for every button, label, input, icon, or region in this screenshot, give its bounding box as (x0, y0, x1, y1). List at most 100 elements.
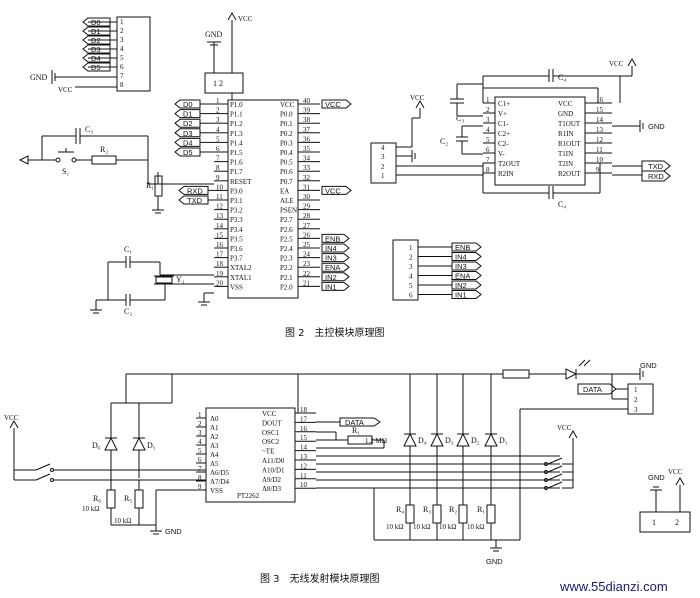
mcu-left-tag-1: D1 (183, 110, 193, 119)
max-pin-name-7: T2OUT (498, 160, 521, 168)
mcu-left-tag-2-shape (174, 118, 201, 128)
d6-label: D₆ (92, 441, 101, 450)
header2-signal-3-shape (451, 271, 482, 280)
max-pin-num-16: 16 (596, 96, 604, 104)
header1-signal-3-shape (82, 44, 111, 54)
header1-pin-1: 1 (120, 18, 124, 26)
max-pin-num-5: 5 (486, 136, 490, 144)
pt-pin-name-12: A10/D1 (262, 466, 285, 474)
pt-pin-num-4: 4 (198, 438, 202, 446)
mcu-pin-name-29: PSEN (280, 207, 297, 215)
max-pin-name-9: R2OUT (558, 170, 581, 178)
c3-label: C₃ (85, 125, 93, 134)
db9-pin-0: 4 (381, 144, 385, 152)
mcu-pin-num-38: 38 (303, 116, 311, 124)
mcu-pin-num-32: 32 (303, 174, 311, 182)
header2-signal-0-shape (451, 242, 482, 252)
max-pin-num-12: 12 (596, 136, 604, 144)
header1-pin-4: 4 (120, 45, 124, 53)
header2-signal-4: IN2 (455, 281, 467, 290)
mcu-pin-name-10: P3.0 (230, 187, 243, 195)
mcu-in2-tag-shape (321, 272, 350, 282)
max-gnd-label: GND (648, 122, 665, 131)
resistor-label-1: R₃ (423, 505, 431, 514)
diode-label-1: D₃ (445, 436, 454, 445)
pt-pin-name-6: A5 (210, 460, 219, 468)
pt2262-name: PT2262 (237, 492, 260, 500)
pt-pin-name-13: A11/D0 (262, 457, 285, 465)
mcu-ena-tag-shape (321, 262, 350, 272)
mcu-vcc-tag: VCC (325, 100, 341, 109)
header2-pin-3: 3 (409, 263, 413, 271)
vcc-far-label: VCC (668, 468, 683, 476)
header1-pin-5: 5 (120, 54, 124, 62)
header1-signal-0: D0 (91, 18, 101, 27)
header1-gnd-label: GND (30, 73, 48, 82)
header2-signal-5-shape (451, 290, 482, 299)
mcu-pin-name-3: P1.2 (230, 120, 243, 128)
db9-pin-2: 2 (381, 163, 385, 171)
header1-pin-2: 2 (120, 27, 124, 35)
pt-pin-num-18: 18 (300, 406, 308, 414)
mcu-rxd-tag-shape (178, 185, 209, 195)
max-pin-name-2: V+ (498, 110, 507, 118)
mcu-pin-num-9: 9 (216, 174, 220, 182)
db9-pin-3: 1 (381, 172, 385, 180)
header1-signal-2-shape (82, 35, 111, 45)
r6-value: 10 kΩ (82, 505, 99, 513)
power-vcc-label: VCC (238, 15, 253, 23)
mcu-vcc-tag-shape (321, 99, 352, 109)
mcu-left-tag-5: D5 (183, 148, 193, 157)
header1-signal-5: D5 (91, 63, 101, 72)
mcu-pin-name-12: P3.2 (230, 207, 243, 215)
resistor-value-0: 10 kΩ (386, 523, 403, 531)
header1-pin-3: 3 (120, 36, 124, 44)
header2-signal-3: ENA (455, 272, 470, 281)
header1-signal-4-shape (82, 53, 111, 63)
mcu-left-tag-5-shape (174, 147, 201, 157)
mcu-pin-name-37: P0.2 (280, 130, 293, 138)
resistor-label-2: R₂ (449, 505, 457, 514)
mcu-pin-name-34: P0.5 (280, 159, 293, 167)
header2-signal-4-shape (451, 280, 482, 290)
pt-pin-name-15: OSC2 (262, 438, 280, 446)
header2-pin-6: 6 (409, 292, 413, 300)
mcu-pin-num-1: 1 (216, 97, 220, 105)
mcu-pin-num-33: 33 (303, 164, 311, 172)
mcu-rxd-tag: RXD (187, 186, 203, 195)
mcu-pin-name-1: P1.0 (230, 101, 243, 109)
mcu-pin-name-24: P2.3 (280, 255, 293, 263)
power-gnd-label: GND (205, 30, 223, 39)
pt-pin-name-14: ~TE (262, 448, 274, 456)
header2-pin-4: 4 (409, 273, 413, 281)
mcu-pin-num-19: 19 (216, 270, 224, 278)
reset-circuit: S₁ R₂ C₃ R₁ (18, 125, 214, 214)
mcu-left-tag-1-shape (174, 109, 201, 119)
mcu-left-tag-0: D0 (183, 100, 193, 109)
mcu-pin-name-11: P3.1 (230, 197, 243, 205)
mcu-txd-tag-shape (178, 195, 209, 205)
max-pin-num-1: 1 (486, 96, 490, 104)
mcu-pin-name-32: P0.7 (280, 178, 293, 186)
max-pin-name-13: R1IN (558, 130, 574, 138)
pt-pin-num-14: 14 (300, 444, 308, 452)
mcu-pin-num-10: 10 (216, 183, 224, 191)
crystal-circuit: C₁ C₂ Y₁ (90, 245, 214, 316)
mcu-pin-name-5: P1.4 (230, 139, 243, 147)
mcu-pin-name-22: P2.1 (280, 274, 293, 282)
mcu-pin-num-18: 18 (216, 260, 224, 268)
header2-pin-2: 2 (409, 254, 413, 262)
mcu-pin-num-17: 17 (216, 251, 224, 259)
pt-pin-num-17: 17 (300, 415, 308, 423)
max-txd-label: TXD (648, 162, 664, 171)
watermark: www.55dianzi.com (559, 579, 668, 594)
mcu-pin-num-40: 40 (303, 97, 311, 105)
mcu-pin-name-39: P0.0 (280, 111, 293, 119)
mcu-pin-name-30: ALE (280, 197, 294, 205)
d5-label: D₅ (147, 441, 156, 450)
mcu-in1-tag-shape (321, 281, 350, 291)
max-pin-name-10: T2IN (558, 160, 573, 168)
